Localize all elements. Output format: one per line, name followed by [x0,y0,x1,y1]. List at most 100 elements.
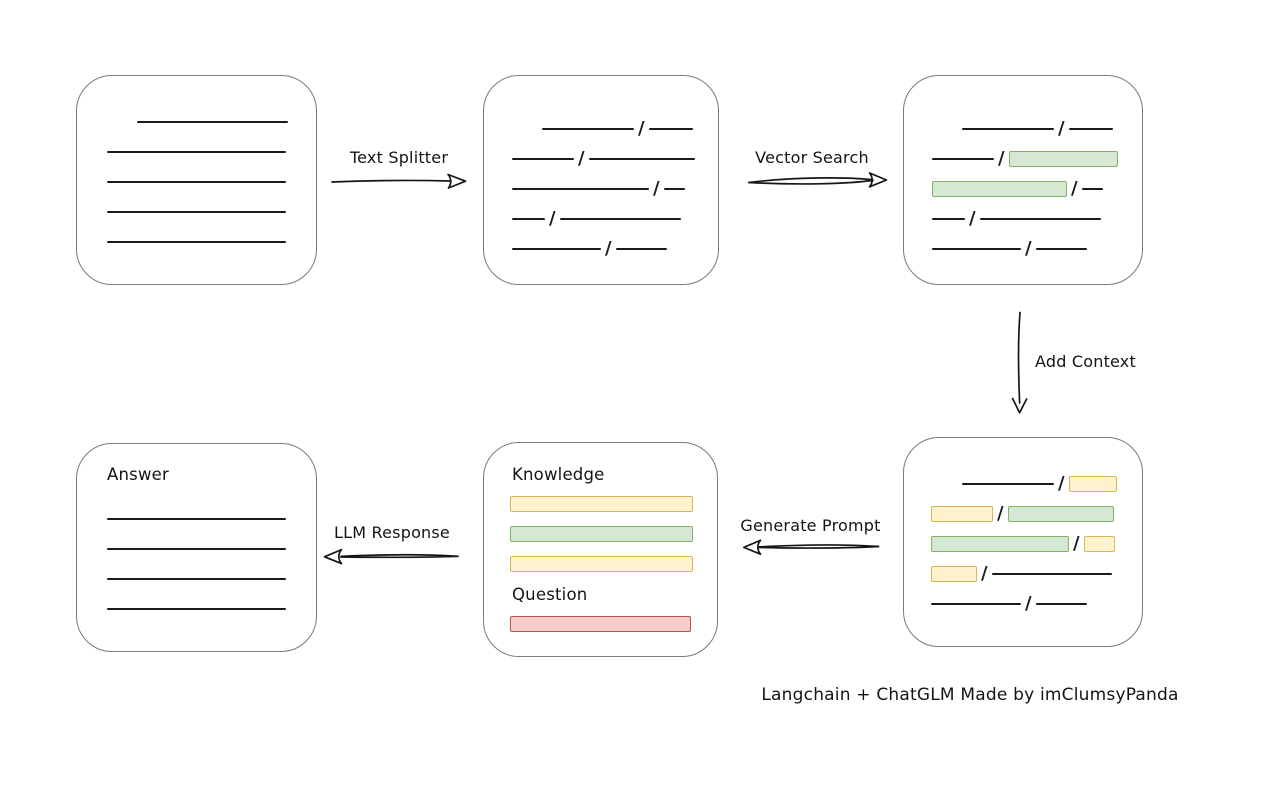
segment-row: / [931,533,1117,554]
segment-row [107,114,288,130]
text-line [1068,128,1113,130]
segment-row [510,496,693,512]
green-highlight-bar [1008,151,1118,167]
text-line [962,483,1054,485]
segment-row: / [932,208,1118,229]
red-highlight-bar [510,616,691,632]
yellow-highlight-bar [510,496,693,512]
text-line [932,248,1021,250]
yellow-highlight-bar [931,566,977,582]
question-bar [510,616,691,632]
text-line [932,218,965,220]
green-highlight-bar [510,526,693,542]
text-line [979,218,1101,220]
segment-row: / [932,238,1118,259]
text-line [542,128,634,130]
slash-separator: / [1058,118,1065,139]
segment-row [107,144,288,160]
slash-separator: / [1073,533,1080,554]
matched-chunk-lines: / / / / / [932,118,1118,259]
segment-row: / [512,208,695,229]
vector-search-label: Vector Search [755,148,869,167]
text-line [107,211,286,213]
slash-separator: / [1058,473,1065,494]
indent-spacer [512,129,542,130]
text-line [1081,188,1103,190]
segment-row: / [512,118,695,139]
text-splitter-label: Text Splitter [349,148,449,167]
text-line [512,218,545,220]
indent-spacer [931,484,962,485]
node-split-chunks: / / / / / [483,75,719,285]
slash-separator: / [638,118,645,139]
text-line [107,608,286,610]
node-matched-chunks: / / / / / [903,75,1143,285]
green-highlight-bar [1007,506,1114,522]
context-chunk-lines: / / / / / [931,473,1117,613]
generate-prompt-label: Generate Prompt [740,516,881,535]
node-context-chunks: / / / / / [903,437,1143,647]
indent-spacer [107,122,137,123]
segment-row [107,511,286,527]
text-line [1035,248,1087,250]
indent-spacer [932,129,962,130]
text-line [663,188,685,190]
segment-row [107,174,288,190]
add-context-arrow [1011,311,1028,414]
text-line [615,248,667,250]
segment-row [107,234,288,250]
slash-separator: / [549,208,556,229]
slash-separator: / [969,208,976,229]
segment-row [107,601,286,617]
text-line [107,151,286,153]
add-context-label: Add Context [1035,352,1136,371]
node-prompt: Knowledge Question [483,442,718,657]
generate-prompt-arrow [742,539,880,556]
segment-row: / [512,148,695,169]
text-line [107,518,286,520]
text-line [512,158,574,160]
segment-row: / [931,503,1117,524]
segment-row: / [512,178,695,199]
slash-separator: / [1025,238,1032,259]
llm-response-label: LLM Response [334,523,450,542]
segment-row [510,556,693,572]
segment-row: / [932,150,1118,168]
segment-row: / [931,563,1117,584]
segment-row [107,541,286,557]
question-label: Question [512,585,588,604]
text-line [932,158,994,160]
knowledge-label: Knowledge [512,465,605,484]
node-answer: Answer [76,443,317,652]
yellow-highlight-bar [510,556,693,572]
text-line [588,158,695,160]
slash-separator: / [981,563,988,584]
split-chunk-lines: / / / / / [512,118,695,258]
segment-row [510,526,693,542]
yellow-highlight-bar [1083,536,1115,552]
slash-separator: / [1071,178,1078,199]
text-line [648,128,693,130]
answer-label: Answer [107,465,169,484]
segment-row: / [931,595,1117,613]
segment-row: / [932,118,1118,139]
vector-search-arrow [748,172,888,188]
green-highlight-bar [931,536,1069,552]
text-line [512,248,601,250]
segment-row: / [931,473,1117,494]
segment-row: / [932,178,1118,199]
slash-separator: / [578,148,585,169]
segment-row [107,204,288,220]
text-line [991,573,1112,575]
node-source-document [76,75,317,285]
text-line [559,218,681,220]
text-splitter-arrow [331,173,467,189]
slash-separator: / [653,178,660,199]
knowledge-bars [510,496,693,572]
segment-row: / [512,240,695,258]
text-line [107,241,286,243]
segment-row [510,616,691,632]
text-line [1035,603,1087,605]
slash-separator: / [997,503,1004,524]
